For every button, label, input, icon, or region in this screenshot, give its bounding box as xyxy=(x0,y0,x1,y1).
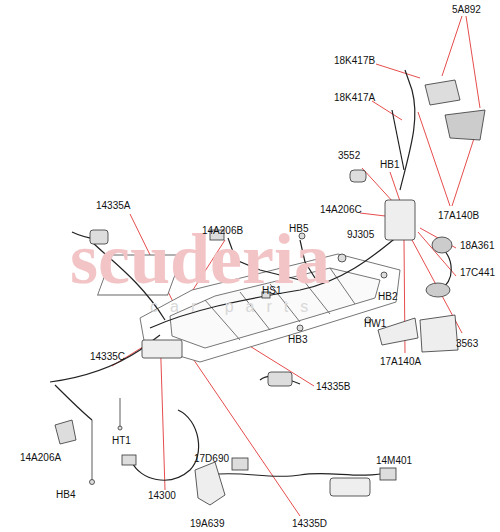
callout-number: 17D690 xyxy=(194,453,229,464)
callout-number: 17A140B xyxy=(438,210,479,221)
callout-number: 19A639 xyxy=(190,518,224,529)
callout-number: HT1 xyxy=(112,435,131,446)
callout-number: HW1 xyxy=(364,318,386,329)
callout-number: 9J305 xyxy=(347,229,374,240)
callout-number: HB5 xyxy=(289,223,308,234)
callout-number: 5A892 xyxy=(452,4,481,15)
watermark: car parts xyxy=(150,298,320,316)
callout-number: 14335D xyxy=(292,518,327,529)
callout-number: 3563 xyxy=(456,338,478,349)
callout-number: HB2 xyxy=(378,291,397,302)
callout-number: 18K417A xyxy=(334,92,375,103)
callout-number: 14335B xyxy=(316,381,350,392)
callout-number: HB1 xyxy=(380,159,399,170)
callout-number: HB4 xyxy=(56,489,75,500)
callout-number: HB3 xyxy=(288,334,307,345)
callout-number: 14335C xyxy=(90,351,125,362)
wiring-harness xyxy=(50,70,451,480)
callout-number: 14A206C xyxy=(320,204,362,215)
callout-number: 17A140A xyxy=(380,356,421,367)
callout-number: 18A361 xyxy=(460,240,494,251)
callout-number: 14A206A xyxy=(20,452,61,463)
callout-number: 14M401 xyxy=(376,455,412,466)
callout-number: 18K417B xyxy=(334,55,375,66)
callout-number: 14A206B xyxy=(202,225,243,236)
callout-number: 17C441 xyxy=(460,267,495,278)
callout-number: 14335A xyxy=(96,200,130,211)
components xyxy=(55,80,485,505)
callout-number: HS1 xyxy=(262,285,281,296)
callout-number: 3552 xyxy=(338,150,360,161)
callout-number: 14300 xyxy=(148,490,176,501)
